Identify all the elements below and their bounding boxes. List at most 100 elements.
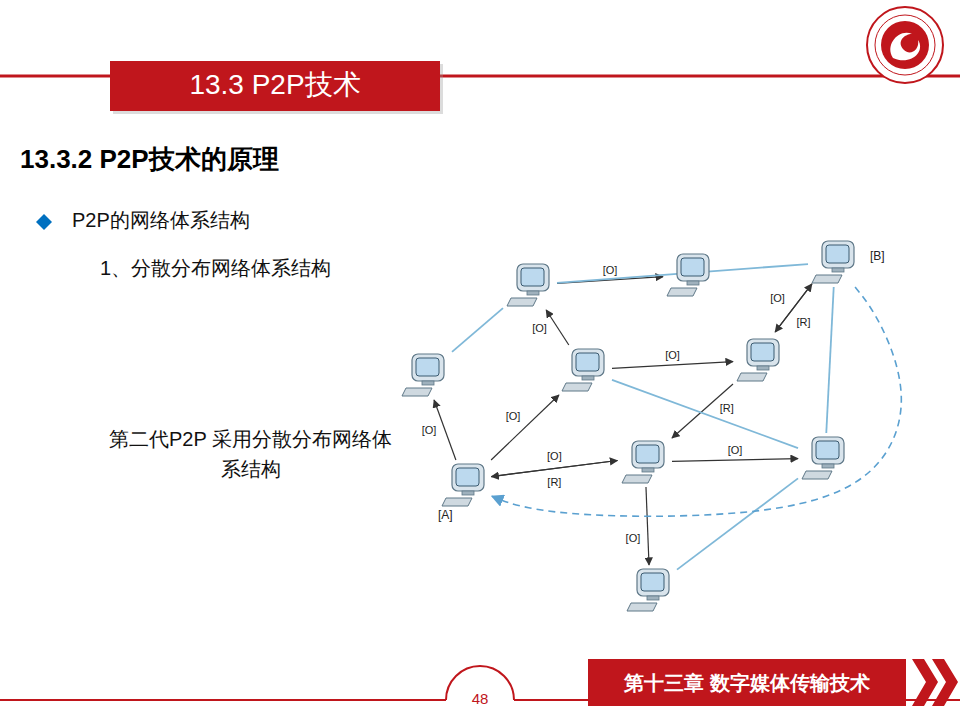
- computer-node: [625, 567, 675, 613]
- footer-rule: [0, 699, 446, 701]
- monitor-case: [747, 339, 779, 366]
- monitor-case: [632, 441, 664, 468]
- monitor-stand: [832, 268, 844, 272]
- message-arrow: [672, 459, 798, 462]
- monitor-case: [572, 349, 604, 376]
- note-text: 第二代P2P 采用分散分布网络体系结构: [108, 424, 393, 484]
- computer-icon: [810, 239, 860, 285]
- logo-inner-ring: [875, 15, 935, 75]
- monitor-screen: [576, 353, 599, 371]
- monitor-screen: [416, 358, 439, 376]
- monitor-screen: [681, 258, 704, 276]
- keyboard: [622, 475, 652, 483]
- keyboard: [802, 471, 832, 479]
- logo-ring: [867, 7, 943, 83]
- dashed-connector: [492, 287, 901, 516]
- monitor-case: [637, 569, 669, 596]
- edge-label: [O]: [624, 531, 643, 544]
- title-band: [110, 61, 440, 111]
- computer-icon: [505, 262, 555, 308]
- edge-label: [O]: [420, 424, 439, 437]
- computer-icon: [800, 435, 850, 481]
- computer-node: [620, 439, 670, 485]
- message-arrow: [646, 487, 649, 565]
- computer-node: [400, 352, 450, 398]
- computer-node: [800, 435, 850, 481]
- monitor-case: [452, 464, 484, 491]
- computer-icon: [440, 462, 490, 508]
- network-link: [612, 380, 798, 448]
- computer-icon: [400, 352, 450, 398]
- computer-icon: [625, 567, 675, 613]
- slide-title: 13.3 P2P技术: [110, 66, 440, 104]
- computer-node: [560, 347, 610, 393]
- edge-label: [O]: [601, 264, 620, 277]
- edge-label: [O]: [726, 444, 745, 457]
- edge-label: [R]: [794, 315, 812, 328]
- computer-node: [735, 337, 785, 383]
- keyboard: [667, 288, 697, 296]
- message-arrow: [546, 310, 569, 345]
- monitor-stand: [647, 596, 659, 600]
- monitor-screen: [521, 268, 544, 286]
- node-label: [B]: [870, 249, 885, 263]
- monitor-screen: [751, 343, 774, 361]
- computer-icon: [735, 337, 785, 383]
- bullet-diamond: [36, 214, 52, 230]
- chevron: [912, 659, 938, 706]
- chapter-band: [588, 659, 906, 706]
- monitor-stand: [822, 464, 834, 468]
- monitor-stand: [687, 281, 699, 285]
- monitor-screen: [826, 245, 849, 263]
- computer-node: [B]: [810, 239, 860, 285]
- monitor-case: [677, 254, 709, 281]
- monitor-stand: [757, 366, 769, 370]
- monitor-stand: [527, 291, 539, 295]
- monitor-case: [517, 264, 549, 291]
- monitor-stand: [422, 381, 434, 385]
- keyboard: [402, 388, 432, 396]
- computer-icon: [620, 439, 670, 485]
- edge-label: [O]: [768, 291, 787, 304]
- network-link: [677, 478, 798, 569]
- chapter-footer: 第十三章 数字媒体传输技术: [588, 668, 906, 698]
- edge-label: [O]: [504, 409, 523, 422]
- computer-icon: [560, 347, 610, 393]
- computer-node: [505, 262, 555, 308]
- keyboard: [737, 373, 767, 381]
- edge-label: [R]: [545, 475, 563, 488]
- monitor-stand: [582, 376, 594, 380]
- logo-swirl: [890, 33, 920, 61]
- subheading: 1、分散分布网络体系结构: [100, 253, 331, 283]
- network-link: [452, 308, 503, 352]
- keyboard: [562, 383, 592, 391]
- edge-label: [R]: [718, 402, 736, 415]
- monitor-case: [412, 354, 444, 381]
- keyboard: [812, 275, 842, 283]
- bullet-text: P2P的网络体系结构: [72, 205, 250, 235]
- keyboard: [442, 498, 472, 506]
- monitor-screen: [641, 573, 664, 591]
- edge-label: [O]: [663, 349, 682, 362]
- network-link: [826, 287, 833, 433]
- computer-node: [665, 252, 715, 298]
- section-heading: 13.3.2 P2P技术的原理: [20, 140, 279, 179]
- monitor-case: [812, 437, 844, 464]
- message-arrow: [612, 362, 733, 369]
- keyboard: [507, 298, 537, 306]
- chevron: [932, 659, 958, 706]
- keyboard: [627, 603, 657, 611]
- page-number: 48: [460, 688, 500, 711]
- edge-label: [O]: [530, 321, 549, 334]
- computer-icon: [665, 252, 715, 298]
- logo-disc: [881, 21, 929, 69]
- node-label: [A]: [438, 508, 453, 522]
- monitor-screen: [636, 445, 659, 463]
- edge-label: [O]: [545, 449, 564, 462]
- monitor-stand: [462, 491, 474, 495]
- monitor-case: [822, 241, 854, 268]
- monitor-screen: [456, 468, 479, 486]
